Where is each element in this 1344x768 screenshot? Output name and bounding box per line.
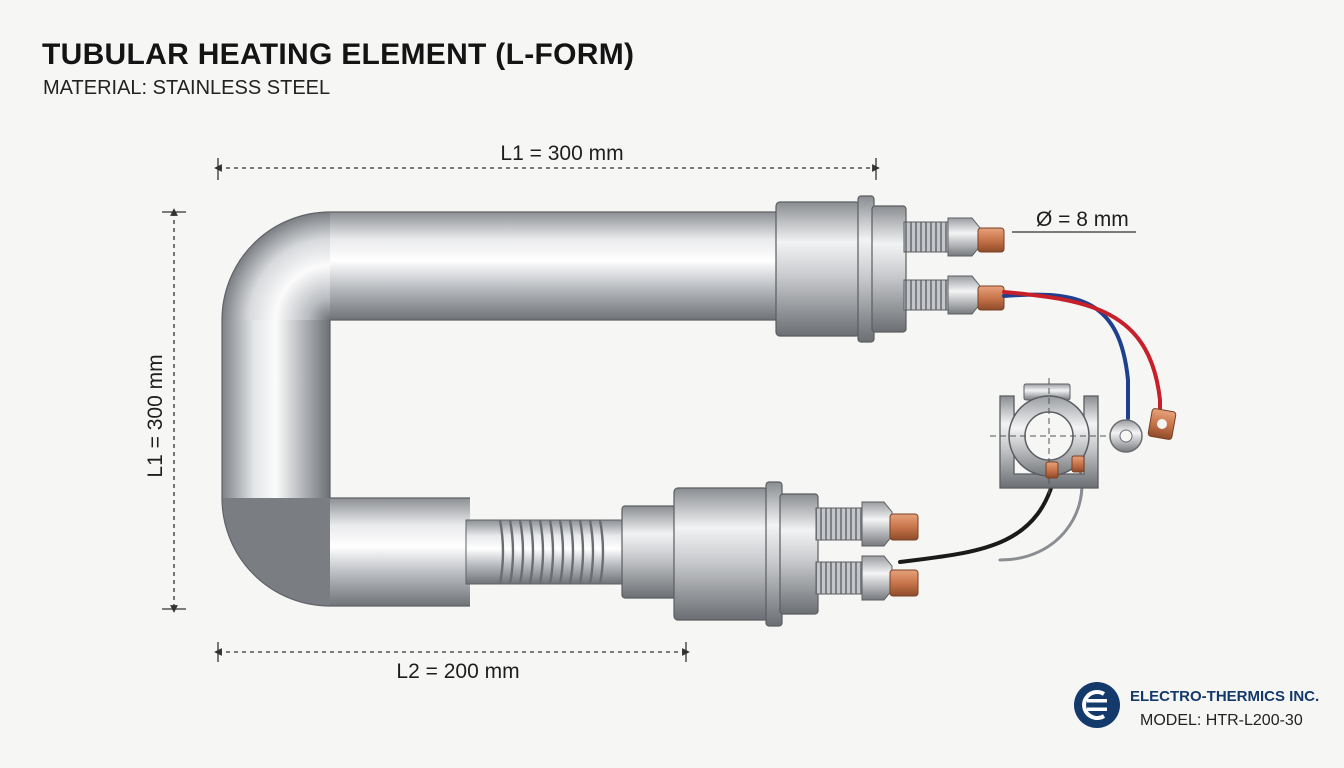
electro-thermics-logo-icon xyxy=(1074,682,1120,728)
lead-wires xyxy=(898,290,1162,564)
top-length-label: L1 = 300 mm xyxy=(500,142,623,165)
brand-block: ELECTRO-THERMICS INC. MODEL: HTR-L200-30 xyxy=(1074,680,1324,730)
coil-section xyxy=(465,519,627,585)
bottom-fitting xyxy=(621,481,919,627)
diagram-title: TUBULAR HEATING ELEMENT (L-FORM) xyxy=(42,38,635,71)
bottom-terminal-1 xyxy=(889,513,919,541)
material-subtitle: MATERIAL: STAINLESS STEEL xyxy=(43,77,331,99)
bottom-length-label: L2 = 200 mm xyxy=(396,660,519,683)
company-name: ELECTRO-THERMICS INC. xyxy=(1130,688,1320,705)
dimension-lines xyxy=(162,158,1136,662)
model-number: MODEL: HTR-L200-30 xyxy=(1140,712,1303,729)
top-fitting xyxy=(775,195,1005,343)
heating-tube xyxy=(221,211,780,607)
side-length-label: L1 = 300 mm xyxy=(144,354,167,477)
top-terminal-1 xyxy=(977,227,1005,253)
diameter-label: Ø = 8 mm xyxy=(1036,208,1129,231)
bottom-terminal-2 xyxy=(889,569,919,597)
mounting-bracket xyxy=(990,378,1108,494)
top-terminal-2 xyxy=(977,285,1005,311)
ring-terminals xyxy=(1109,408,1177,453)
